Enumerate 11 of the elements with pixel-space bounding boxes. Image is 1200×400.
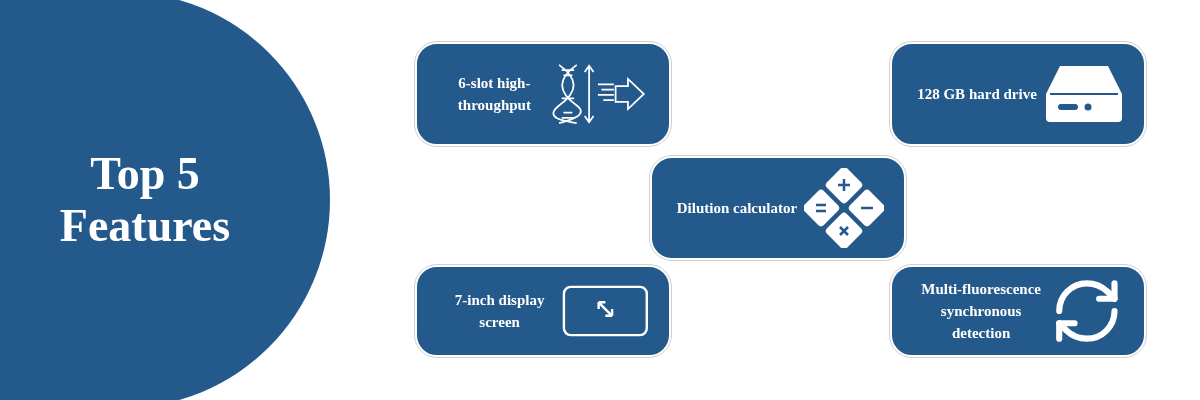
feature-card bbox=[415, 265, 671, 357]
feature-text: 6-slot high-throughput bbox=[456, 74, 532, 115]
feature-card bbox=[650, 156, 906, 260]
feature-text: Dilution calculator bbox=[675, 199, 799, 218]
feature-card bbox=[415, 42, 671, 146]
feature-card bbox=[890, 265, 1146, 357]
feature-card bbox=[890, 42, 1146, 146]
feature-text: 128 GB hard drive bbox=[916, 85, 1038, 104]
feature-text: Multi-fluorescence synchronous detection bbox=[920, 280, 1042, 343]
feature-text: 7-inch display screen bbox=[453, 291, 546, 332]
title-text: Top 5 Features bbox=[58, 148, 232, 252]
